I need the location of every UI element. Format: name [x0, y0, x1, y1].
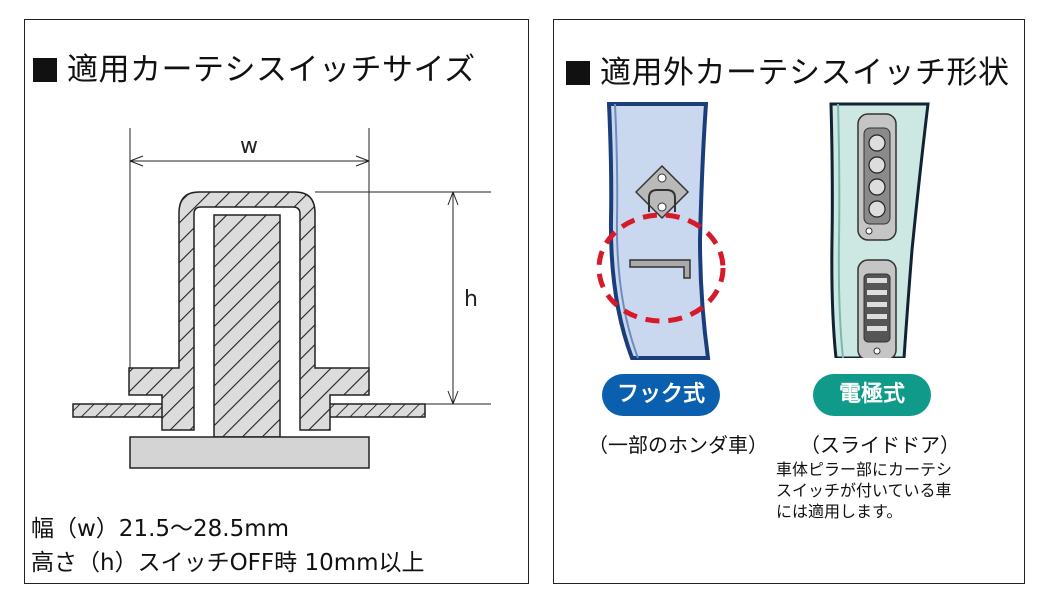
electrode-type-note: 車体ピラー部にカーテシ スイッチが付いている車 には適用します。 — [776, 459, 952, 522]
switch-housing — [128, 191, 370, 431]
right-panel-title: 適用外カーテシスイッチ形状 — [566, 47, 1010, 92]
electrode-type-note-line: スイッチが付いている車 — [776, 481, 952, 500]
electrode-type-badge: 電極式 — [813, 374, 931, 416]
width-label: w — [240, 134, 258, 159]
applicable-switch-size-panel: 適用カーテシスイッチサイズ w h — [24, 19, 529, 584]
electrode-type-badge-label: 電極式 — [838, 382, 905, 407]
electrode-type-pillar-edge — [837, 103, 844, 359]
left-panel-title: 適用カーテシスイッチサイズ — [33, 44, 476, 89]
switch-plunger — [213, 214, 281, 438]
hook-screw-top-icon — [657, 173, 667, 183]
width-arrow-right — [355, 155, 370, 167]
electrode-type-illustration — [816, 102, 936, 362]
width-arrow-left — [129, 155, 144, 167]
title-bullet-icon — [33, 58, 57, 82]
spec-width: 幅（w）21.5〜28.5mm — [31, 516, 290, 542]
height-arrow-top — [447, 191, 459, 206]
hook-type-badge-label: フック式 — [616, 382, 705, 407]
right-panel-title-text: 適用外カーテシスイッチ形状 — [600, 55, 1010, 91]
hook-loop-icon — [648, 189, 676, 212]
height-arrow-bottom — [447, 390, 459, 405]
hook-type-badge: フック式 — [602, 374, 720, 416]
electrode-type-note-line: には適用します。 — [776, 502, 903, 521]
electrode-screw-upper-icon — [865, 227, 873, 235]
spec-height: 高さ（h）スイッチOFF時 10mm以上 — [31, 550, 425, 576]
electrode-screw-lower-icon — [873, 347, 881, 355]
hook-type-pillar — [606, 102, 711, 360]
hook-screw-bottom-icon — [657, 202, 667, 212]
switch-cross-section-diagram: w h — [72, 128, 491, 469]
title-bullet-icon — [566, 61, 590, 85]
non-applicable-switch-shape-panel: 適用外カーテシスイッチ形状 フック式 — [553, 19, 1025, 584]
left-panel-title-text: 適用カーテシスイッチサイズ — [67, 52, 476, 88]
door-contact-block — [129, 436, 370, 469]
hook-type-illustration — [606, 102, 711, 360]
height-label: h — [464, 287, 478, 312]
electrode-type-note-line: 車体ピラー部にカーテシ — [776, 460, 953, 479]
hook-bar-icon — [629, 259, 691, 279]
hook-type-caption: （一部のホンダ車） — [588, 433, 768, 457]
electrode-type-caption: （スライドドア） — [800, 433, 960, 457]
hook-type-pillar-edge — [614, 103, 639, 359]
hook-highlight-circle — [596, 212, 726, 324]
